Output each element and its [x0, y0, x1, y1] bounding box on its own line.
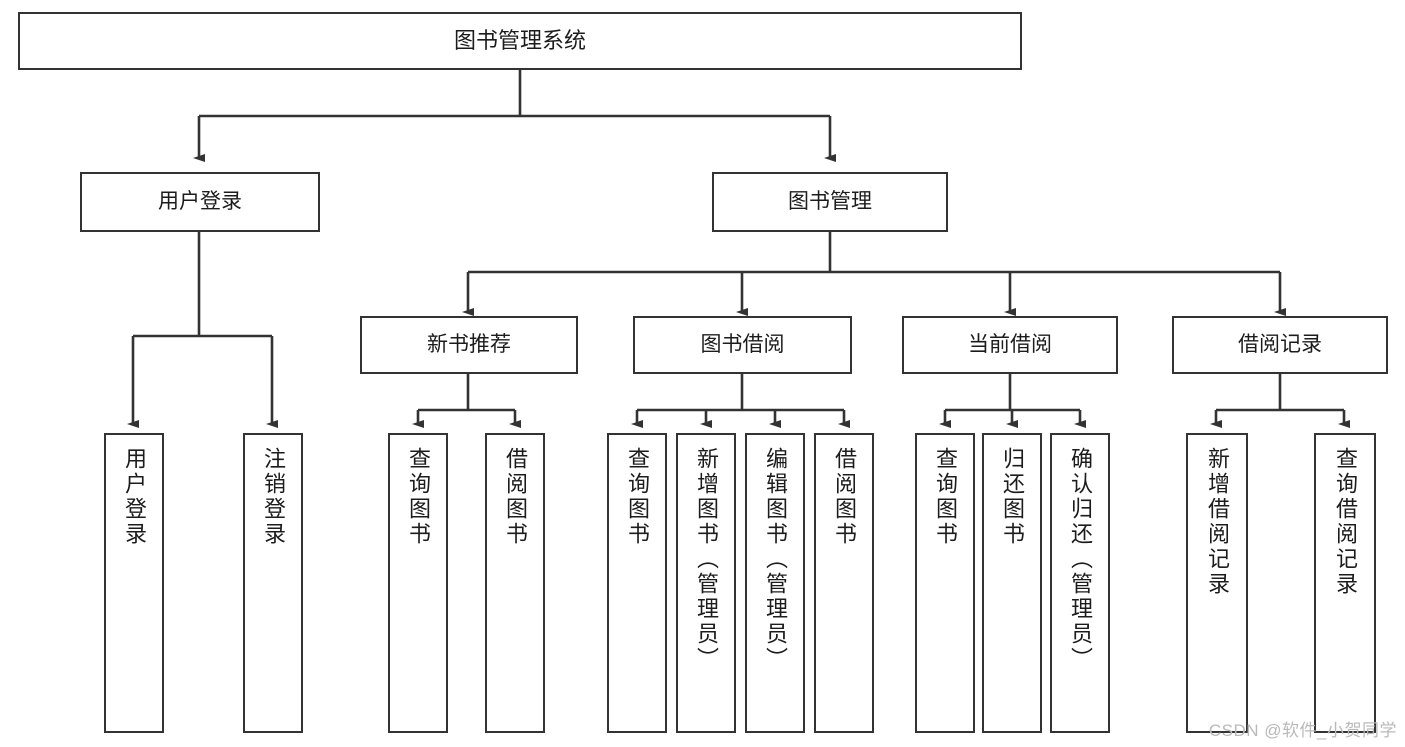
leaf-logout[interactable]: 注销登录 — [243, 433, 303, 733]
node-label: 查询借阅记录 — [1333, 447, 1358, 597]
node-label: 借阅图书 — [832, 447, 857, 547]
leaf-add-book-admin[interactable]: 新增图书（管理员） — [676, 433, 736, 733]
node-label: 用户登录 — [158, 189, 242, 213]
node-label: 图书借阅 — [700, 332, 785, 356]
node-borrow-record[interactable]: 借阅记录 — [1172, 316, 1388, 374]
node-label: 归还图书 — [1000, 447, 1025, 547]
node-book-borrow[interactable]: 图书借阅 — [633, 316, 852, 374]
node-label: 新增借阅记录 — [1205, 447, 1230, 597]
node-new-book-recommend[interactable]: 新书推荐 — [360, 316, 578, 374]
node-current-borrow[interactable]: 当前借阅 — [902, 316, 1118, 374]
node-book-management[interactable]: 图书管理 — [712, 172, 948, 232]
node-user-login[interactable]: 用户登录 — [80, 172, 320, 232]
node-label: 图书管理 — [788, 189, 872, 213]
leaf-query-book-new[interactable]: 查询图书 — [388, 433, 448, 733]
node-label: 查询图书 — [625, 447, 650, 547]
leaf-return-book[interactable]: 归还图书 — [982, 433, 1042, 733]
node-label: 当前借阅 — [968, 332, 1052, 356]
leaf-query-borrow-record[interactable]: 查询借阅记录 — [1314, 433, 1376, 733]
node-label: 图书管理系统 — [453, 28, 586, 54]
node-label: 查询图书 — [933, 447, 958, 547]
node-label: 借阅记录 — [1238, 332, 1322, 356]
node-label: 借阅图书 — [503, 447, 528, 547]
leaf-borrow-book-new[interactable]: 借阅图书 — [485, 433, 545, 733]
leaf-add-borrow-record[interactable]: 新增借阅记录 — [1186, 433, 1248, 733]
csdn-watermark: CSDN @软件_小贺同学 — [1208, 721, 1397, 740]
node-label: 新书推荐 — [427, 332, 511, 356]
node-label: 编辑图书（管理员） — [763, 447, 788, 672]
node-label: 用户登录 — [122, 447, 147, 547]
leaf-confirm-return-admin[interactable]: 确认归还（管理员） — [1050, 433, 1110, 733]
node-label: 确认归还（管理员） — [1068, 447, 1093, 672]
node-label: 查询图书 — [406, 447, 431, 547]
node-label: 新增图书（管理员） — [694, 447, 719, 672]
node-root-system[interactable]: 图书管理系统 — [18, 12, 1022, 70]
leaf-user-login[interactable]: 用户登录 — [104, 433, 164, 733]
leaf-query-book-current[interactable]: 查询图书 — [915, 433, 975, 733]
node-label: 注销登录 — [261, 447, 286, 547]
leaf-edit-book-admin[interactable]: 编辑图书（管理员） — [745, 433, 805, 733]
leaf-borrow-book[interactable]: 借阅图书 — [814, 433, 874, 733]
leaf-query-book-borrow[interactable]: 查询图书 — [607, 433, 667, 733]
